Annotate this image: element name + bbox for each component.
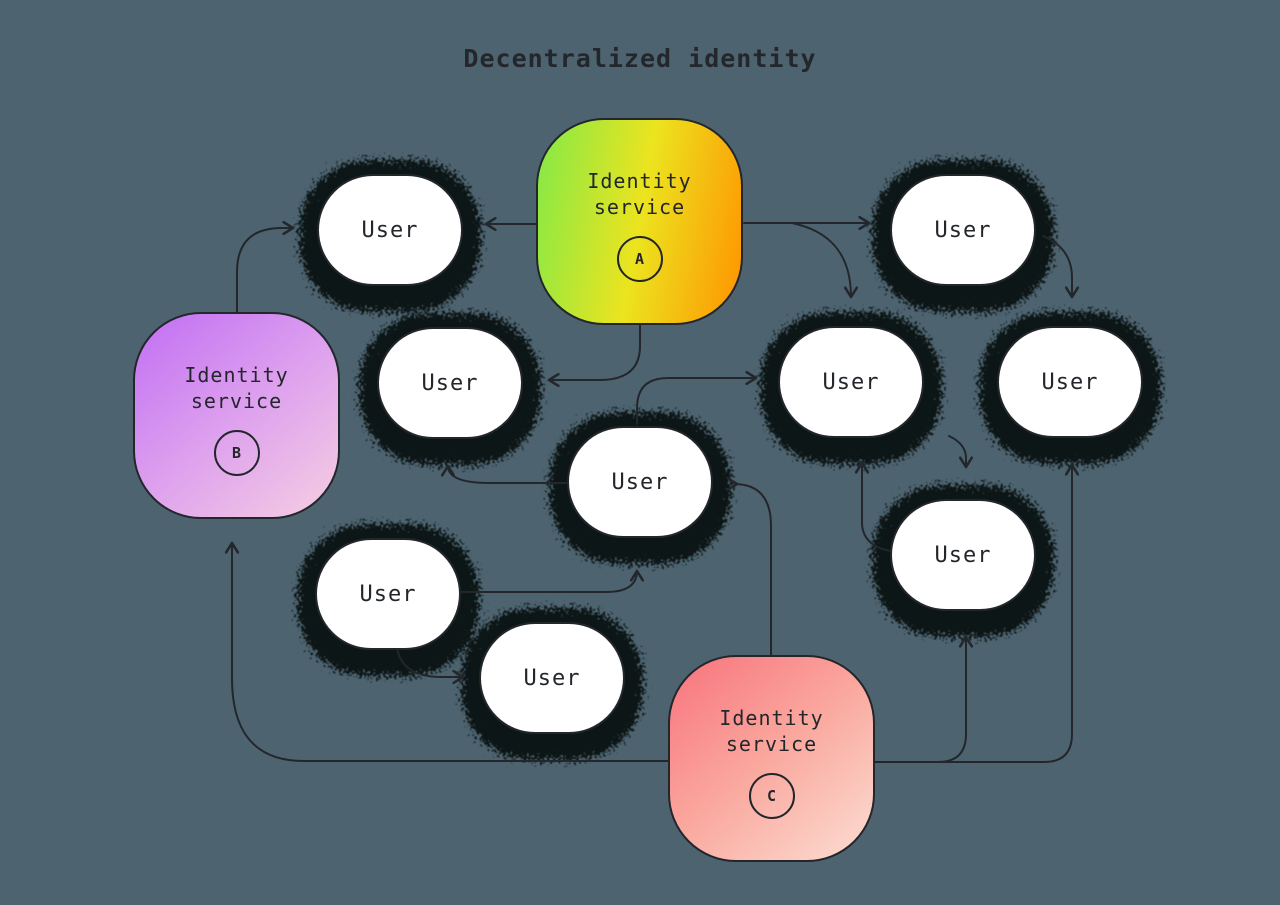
identity-service-a-badge: A — [616, 235, 663, 282]
edge-service-c-to-service-b — [232, 543, 669, 762]
user-lower-left-node: User — [315, 538, 461, 650]
user-far-right-node: User — [997, 326, 1143, 438]
diagram-title: Decentralized identity — [463, 44, 817, 73]
edge-user-center-to-user-right-center — [636, 378, 756, 425]
user-top-right-label: User — [934, 217, 992, 243]
identity-service-c-badge: C — [748, 772, 795, 819]
user-top-left-node: User — [317, 174, 463, 286]
edge-user-right-center-to-user-right-lower — [948, 435, 966, 467]
user-lower-center-node: User — [479, 622, 625, 734]
user-right-center-node: User — [778, 326, 924, 438]
user-center-label: User — [611, 469, 669, 495]
user-mid-left-label: User — [421, 370, 479, 396]
edge-service-a-to-user-right-center — [791, 222, 851, 297]
user-center-node: User — [567, 426, 713, 538]
edge-service-c-to-user-far-right — [874, 465, 1072, 763]
user-right-lower-label: User — [934, 542, 992, 568]
edge-service-c-to-user-center — [734, 484, 772, 656]
edge-user-right-lower-to-user-right-center — [862, 463, 892, 552]
edge-user-lower-left-to-user-center — [461, 571, 637, 593]
edge-user-top-right-to-user-far-right — [1042, 235, 1072, 297]
user-top-left-label: User — [361, 217, 419, 243]
user-top-right-node: User — [890, 174, 1036, 286]
user-far-right-label: User — [1041, 369, 1099, 395]
edge-user-lower-left-to-user-lower-center — [396, 647, 463, 677]
user-right-center-label: User — [822, 369, 880, 395]
user-mid-left-node: User — [377, 327, 523, 439]
edge-service-a-to-user-mid-left — [549, 324, 641, 380]
user-right-lower-node: User — [890, 499, 1036, 611]
edge-service-b-to-user-top-left — [236, 228, 293, 313]
edge-user-center-to-user-mid-left — [448, 466, 575, 484]
user-lower-left-label: User — [359, 581, 417, 607]
user-lower-center-label: User — [523, 665, 581, 691]
identity-service-b-badge: B — [213, 429, 260, 476]
